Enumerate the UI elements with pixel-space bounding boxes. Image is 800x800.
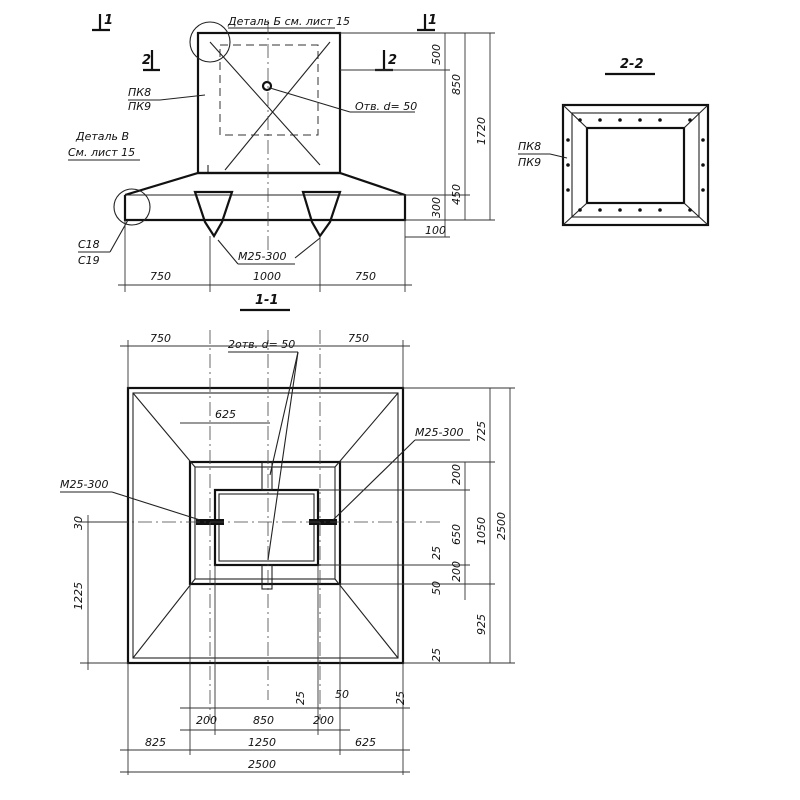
section-mark-2-right: 2 [388,53,397,68]
side-elevation: 1 1 2 2 Деталь Б см. лист 15 Деталь В См… [68,13,495,292]
dim-300: 300 [430,197,443,218]
dim-750-right: 750 [355,270,376,283]
section-mark-1-right: 1 [428,13,437,28]
plan-dim-25-b: 25 [430,648,443,662]
dim-750-left: 750 [150,270,171,283]
plan-1-1: 1-1 2отв. d= 50 М25-300 М2 [60,293,515,775]
plan-dim-50-a: 50 [430,581,443,595]
section-22-title: 2-2 [620,57,644,72]
section-22-outer [561,103,710,227]
dim-500: 500 [430,44,443,65]
anchor-bolt-right [301,190,342,239]
dim-100: 100 [425,224,446,237]
plan-11-title: 1-1 [255,293,279,308]
plan-dim-750-left: 750 [150,332,171,345]
plan-socket [213,488,320,567]
plan-dim-850: 850 [253,714,274,727]
plan-dim-2500-vertical: 2500 [495,512,508,540]
detail-v-label-1: Деталь В [75,130,129,143]
detail-v-circle [113,188,151,226]
plan-dim-825: 825 [145,736,166,749]
plan-dim-1225: 1225 [72,582,85,610]
plan-dim-25-a: 25 [430,546,443,560]
anchor-bolt-left [193,190,234,239]
plan-dim-2500-horizontal: 2500 [248,758,276,771]
dim-850: 850 [450,74,463,95]
section-22-pk8: ПК8 [518,140,541,153]
hole-marker [261,80,273,92]
plan-dim-1250: 1250 [248,736,276,749]
plan-holes-label: 2отв. d= 50 [228,338,295,351]
hole-label: Отв. d= 50 [355,100,417,113]
c18-label: С18 [78,238,100,251]
c19-label: С19 [78,254,100,267]
section-mark-1-left: 1 [104,13,113,28]
plan-dim-650: 650 [450,524,463,545]
pk9-label-left: ПК9 [128,100,151,113]
plan-dim-200-bottom-right: 200 [313,714,334,727]
pk8-label-left: ПК8 [128,86,151,99]
plan-bolt-right [309,519,337,525]
plan-dim-200-bottom-left: 200 [196,714,217,727]
detail-v-label-2: См. лист 15 [68,146,135,159]
m25-label-top: М25-300 [238,250,286,263]
section-mark-2-left: 2 [142,53,151,68]
plan-dim-50-b: 50 [335,688,349,701]
plan-dim-200-lower: 200 [450,561,463,582]
base-slab [123,171,407,222]
plan-dim-750-right: 750 [348,332,369,345]
plan-outer-slab [126,386,405,665]
plan-dim-925: 925 [475,614,488,635]
dim-450: 450 [450,184,463,205]
plan-hole-top [261,461,273,491]
section-22-pk9: ПК9 [518,156,541,169]
plan-dim-625-bottom: 625 [355,736,376,749]
plan-dim-625: 625 [215,408,236,421]
section-2-2: 2-2 ПК8 ПК9 [518,57,710,227]
detail-b-label: Деталь Б см. лист 15 [227,15,350,28]
detail-b-circle [189,21,231,63]
plan-dim-725: 725 [475,421,488,442]
plan-m25-left: М25-300 [60,478,108,491]
plan-dim-25-d: 25 [394,691,407,705]
plan-dim-1050: 1050 [475,517,488,545]
section-22-opening [585,126,686,205]
dim-1720: 1720 [475,117,488,145]
plan-dim-25-c: 25 [294,691,307,705]
plan-dim-200-right: 200 [450,464,463,485]
plan-m25-right: М25-300 [415,426,463,439]
socket-dashed [219,44,319,136]
plan-dim-30: 30 [72,516,85,530]
plan-hole-bottom [261,564,273,590]
dim-1000: 1000 [253,270,281,283]
